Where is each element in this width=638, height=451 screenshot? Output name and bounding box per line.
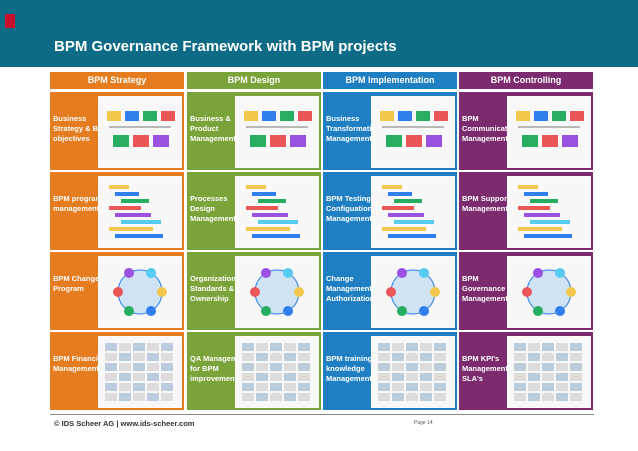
- cell-label: Business Transformation Management: [326, 114, 381, 143]
- cell-label: BPM Communication Management: [462, 114, 519, 143]
- title-bar: [0, 0, 638, 67]
- thumbnail-image: [235, 256, 319, 328]
- cell-label: BPM Change Program: [53, 274, 100, 293]
- page-title: BPM Governance Framework with BPM projec…: [54, 38, 397, 55]
- cell-label: BPM Financial Management: [53, 354, 105, 373]
- framework-cell[interactable]: Change Management & Authorizations: [323, 252, 457, 330]
- cell-label: Organization Standards & Ownership: [190, 274, 236, 303]
- framework-cell[interactable]: Organization Standards & Ownership: [187, 252, 321, 330]
- thumbnail-image: [98, 96, 182, 168]
- framework-cell[interactable]: BPM Financial Management: [50, 332, 184, 410]
- framework-cell[interactable]: BPM program management: [50, 172, 184, 250]
- framework-cell[interactable]: Processes Design Management: [187, 172, 321, 250]
- cell-label: QA Management for BPM improvements: [190, 354, 249, 383]
- accent-marker: [5, 14, 15, 28]
- framework-cell[interactable]: QA Management for BPM improvements: [187, 332, 321, 410]
- cell-label: Processes Design Management: [190, 194, 236, 223]
- thumbnail-image: [235, 336, 319, 408]
- column-header: BPM Strategy: [50, 72, 184, 89]
- framework-cell[interactable]: BPM Governance Management: [459, 252, 593, 330]
- framework-cell[interactable]: BPM Change Program: [50, 252, 184, 330]
- thumbnail-image: [235, 176, 319, 248]
- thumbnail-image: [98, 336, 182, 408]
- column-header: BPM Design: [187, 72, 321, 89]
- thumbnail-image: [98, 256, 182, 328]
- column-header: BPM Implementation: [323, 72, 457, 89]
- thumbnail-image: [371, 256, 455, 328]
- thumbnail-image: [371, 96, 455, 168]
- framework-cell[interactable]: BPM Communication Management: [459, 92, 593, 170]
- thumbnail-image: [507, 96, 591, 168]
- cell-label: BPM program management: [53, 194, 103, 213]
- thumbnail-image: [235, 96, 319, 168]
- thumbnail-image: [507, 336, 591, 408]
- framework-cell[interactable]: Business Transformation Management: [323, 92, 457, 170]
- framework-cell[interactable]: BPM KPI's Management & SLA's: [459, 332, 593, 410]
- page-number: Page 14: [414, 420, 433, 426]
- framework-cell[interactable]: BPM training & knowledge Management: [323, 332, 457, 410]
- thumbnail-image: [371, 336, 455, 408]
- cell-label: BPM Governance Management: [462, 274, 508, 303]
- thumbnail-image: [371, 176, 455, 248]
- footer-divider: [50, 414, 594, 415]
- framework-cell[interactable]: Business Strategy & BPM objectives: [50, 92, 184, 170]
- cell-label: BPM Support Management: [462, 194, 510, 213]
- column-header: BPM Controlling: [459, 72, 593, 89]
- thumbnail-image: [507, 256, 591, 328]
- footer-text: © IDS Scheer AG | www.ids-scheer.com: [54, 419, 195, 428]
- cell-label: Business & Product Management: [190, 114, 236, 143]
- framework-cell[interactable]: Business & Product Management: [187, 92, 321, 170]
- framework-cell[interactable]: BPM Support Management: [459, 172, 593, 250]
- thumbnail-image: [507, 176, 591, 248]
- thumbnail-image: [98, 176, 182, 248]
- framework-cell[interactable]: BPM Testing & Configuation Management: [323, 172, 457, 250]
